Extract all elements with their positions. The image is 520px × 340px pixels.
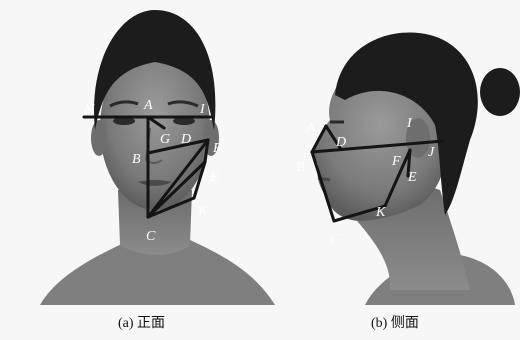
profile-hair-bun bbox=[480, 68, 520, 116]
caption-front: (a) 正面 bbox=[118, 312, 165, 332]
caption-profile: (b) 侧面 bbox=[371, 312, 419, 332]
front-label-F: F bbox=[212, 141, 222, 156]
front-label-D: D bbox=[180, 132, 191, 147]
profile-label-F: F bbox=[391, 154, 401, 169]
front-face-panel: H A I G D F B E K C bbox=[40, 10, 275, 305]
profile-face-panel: A D I J B F E K C bbox=[296, 33, 520, 306]
front-ear-left bbox=[91, 120, 107, 156]
profile-label-E: E bbox=[407, 170, 417, 185]
profile-label-B: B bbox=[296, 160, 305, 175]
profile-label-K: K bbox=[375, 205, 386, 220]
profile-label-D: D bbox=[335, 135, 346, 150]
front-label-H: H bbox=[83, 102, 95, 117]
front-label-B: B bbox=[132, 152, 141, 167]
front-label-A: A bbox=[143, 98, 153, 113]
front-label-K: K bbox=[197, 204, 208, 219]
front-label-G: G bbox=[160, 132, 170, 147]
front-label-E: E bbox=[209, 170, 219, 185]
profile-label-C: C bbox=[330, 232, 340, 247]
profile-label-J: J bbox=[428, 145, 435, 160]
front-label-C: C bbox=[146, 229, 156, 244]
profile-label-A: A bbox=[305, 121, 315, 136]
